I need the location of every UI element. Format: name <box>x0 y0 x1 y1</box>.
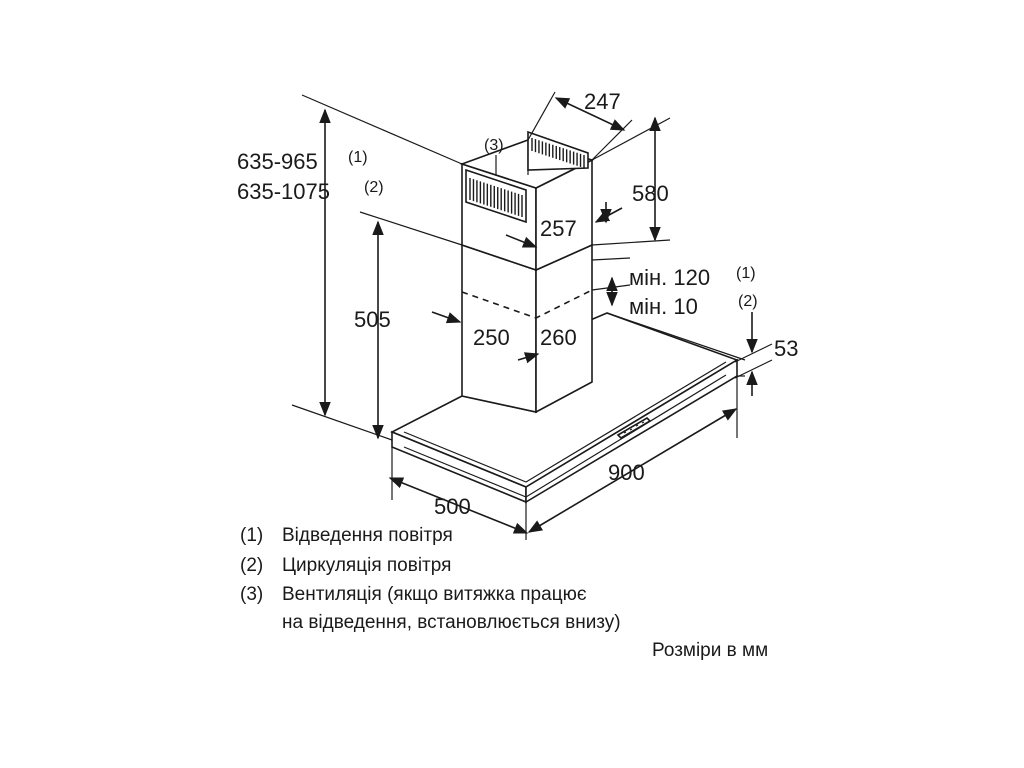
total-height-extraction-label: 635-965 <box>237 149 318 174</box>
legend-item-2-text: Циркуляція повітря <box>282 555 451 576</box>
chimney-depth-label: 247 <box>584 89 621 114</box>
overlap-recirculation-note: (2) <box>738 293 758 310</box>
upper-chimney-height-label: 580 <box>632 181 669 206</box>
overlap-extraction-label: мін. 120 <box>629 265 710 290</box>
legend-item-2-number: (2) <box>240 555 263 576</box>
overlap-extraction-note: (1) <box>736 265 756 282</box>
legend-item-3-text-line2: на відведення, встановлюється внизу) <box>282 612 621 633</box>
canopy-height-label: 53 <box>774 336 798 361</box>
lower-chimney <box>461 243 593 414</box>
dimension-lines <box>319 97 773 534</box>
total-height-recirculation-note: (2) <box>364 179 384 196</box>
dimension-labels: 635-965 (1) 635-1075 (2) (3) 247 580 257… <box>237 89 798 519</box>
lower-chimney-depth-label: 260 <box>540 325 577 350</box>
legend-item-1-number: (1) <box>240 525 263 546</box>
canopy-width-label: 900 <box>608 460 645 485</box>
ventilation-grille-left-icon <box>465 168 527 224</box>
lower-chimney-height-label: 505 <box>354 307 391 332</box>
legend-item-3-number: (3) <box>240 584 263 605</box>
canopy-depth-label: 500 <box>434 494 471 519</box>
overlap-recirculation-label: мін. 10 <box>629 294 698 319</box>
units-note: Розміри в мм <box>652 640 768 661</box>
upper-chimney-width-label: 257 <box>540 216 577 241</box>
total-height-extraction-note: (1) <box>348 149 368 166</box>
ventilation-grille-right-icon <box>527 130 589 171</box>
legend: (1) Відведення повітря (2) Циркуляція по… <box>240 525 768 661</box>
legend-item-3-text: Вентиляція (якщо витяжка працює <box>282 584 587 605</box>
lower-chimney-width-label: 250 <box>473 325 510 350</box>
legend-item-1-text: Відведення повітря <box>282 525 453 546</box>
total-height-recirculation-label: 635-1075 <box>237 179 330 204</box>
ventilation-note-label: (3) <box>484 137 504 154</box>
